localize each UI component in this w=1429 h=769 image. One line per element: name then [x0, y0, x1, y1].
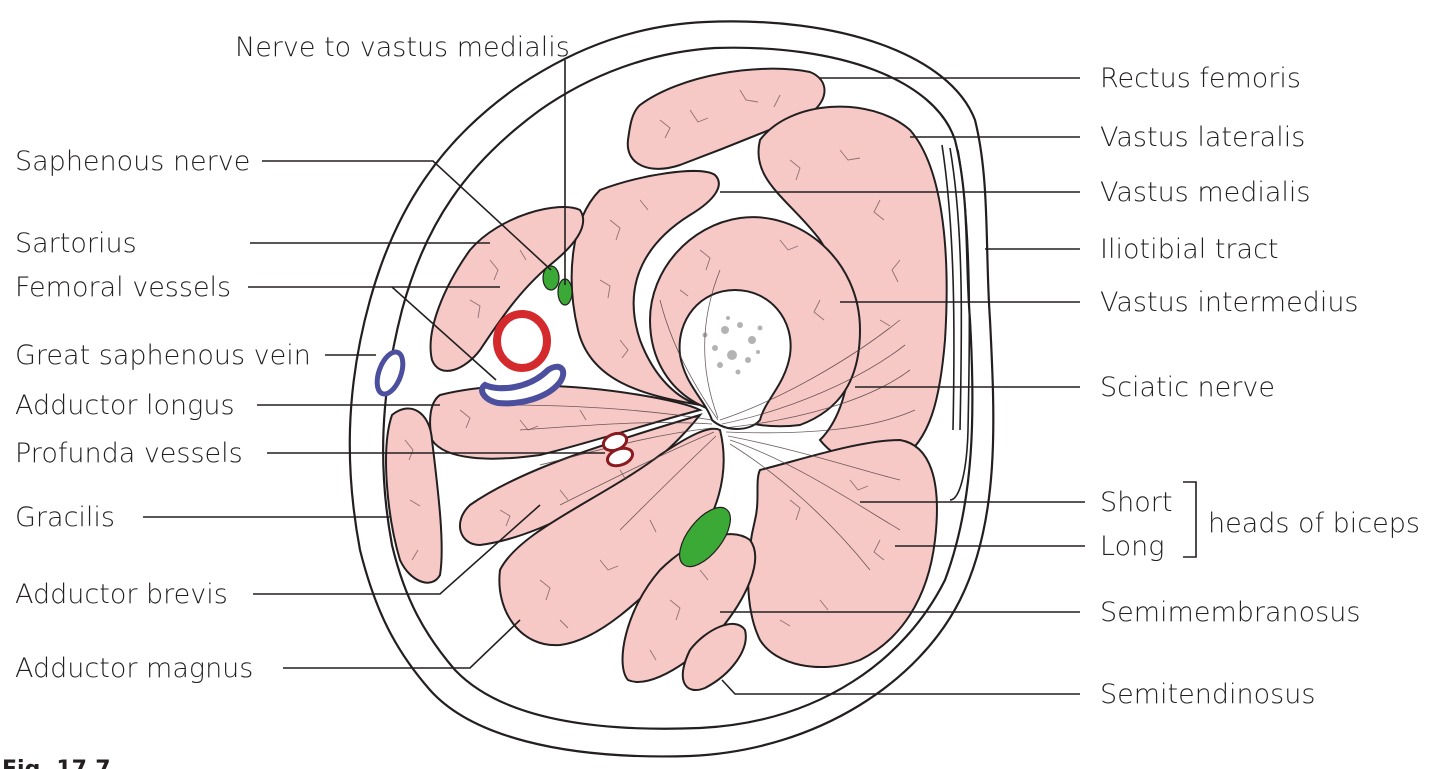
- label-sciatic-nerve: Sciatic nerve: [1100, 372, 1275, 403]
- label-heads-of-biceps: heads of biceps: [1208, 508, 1420, 539]
- vastus-medialis-muscle: [570, 170, 720, 406]
- label-vastus-intermedius: Vastus intermedius: [1100, 287, 1359, 318]
- leader-lines-left: [143, 60, 605, 669]
- gracilis-muscle: [385, 407, 443, 584]
- figure-number: Fig. 17.7: [2, 757, 111, 769]
- label-semimembranosus: Semimembranosus: [1100, 597, 1360, 628]
- label-gracilis: Gracilis: [15, 502, 115, 533]
- saphenous-nerve: [542, 265, 560, 291]
- label-sartorius: Sartorius: [15, 228, 137, 259]
- label-adductor-magnus: Adductor magnus: [15, 653, 253, 684]
- profunda-vein: [605, 446, 635, 468]
- sartorius-muscle: [429, 206, 585, 372]
- iliotibial-tract-shape: [949, 149, 971, 501]
- leader-lines-right: [720, 77, 1197, 695]
- semitendinosus-muscle: [681, 623, 747, 691]
- label-profunda-vessels: Profunda vessels: [15, 438, 243, 469]
- femoral-vein: [479, 363, 567, 407]
- label-vastus-medialis: Vastus medialis: [1100, 177, 1311, 208]
- label-iliotibial-tract: Iliotibial tract: [1100, 234, 1279, 265]
- biceps-bracket: [1183, 481, 1197, 558]
- label-saphenous-nerve: Saphenous nerve: [15, 146, 250, 177]
- label-nerve-to-vastus-medialis: Nerve to vastus medialis: [235, 32, 570, 63]
- muscle-fibres: [499, 269, 916, 571]
- femoral-artery: [493, 310, 551, 372]
- femur-bone: [678, 288, 792, 430]
- sciatic-nerve-shape: [679, 506, 731, 568]
- label-adductor-longus: Adductor longus: [15, 390, 235, 421]
- label-adductor-brevis: Adductor brevis: [15, 579, 228, 610]
- label-long-head: Long: [1100, 531, 1164, 562]
- femur-marrow: [702, 316, 763, 375]
- muscle-texture: [404, 89, 901, 661]
- label-vastus-lateralis: Vastus lateralis: [1100, 122, 1305, 153]
- label-rectus-femoris: Rectus femoris: [1100, 63, 1301, 94]
- label-semitendinosus: Semitendinosus: [1100, 679, 1315, 710]
- great-saphenous-vein: [374, 349, 406, 397]
- label-short-head: Short: [1100, 487, 1172, 518]
- label-great-saphenous-vein: Great saphenous vein: [15, 340, 311, 371]
- label-femoral-vessels: Femoral vessels: [15, 272, 231, 303]
